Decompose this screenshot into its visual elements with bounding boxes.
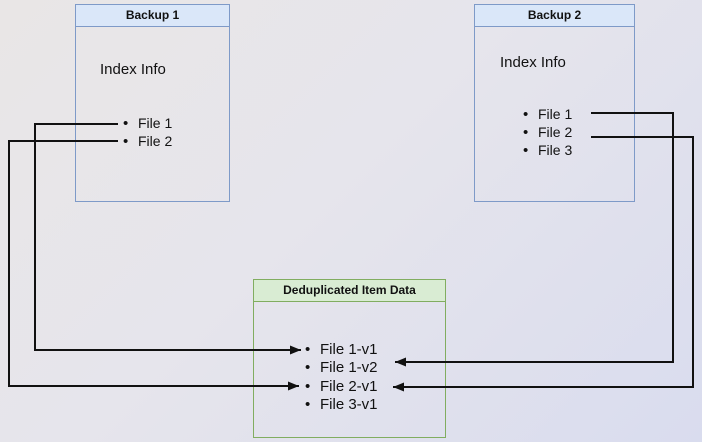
backup2-title: Backup 2 (475, 5, 634, 27)
backup1-box: Backup 1 Index Info File 1 File 2 (75, 4, 230, 202)
list-item: File 2 (123, 132, 172, 150)
list-item: File 3 (523, 141, 572, 159)
file-version-label: File 1-v1 (320, 340, 378, 358)
list-item: File 2-v1 (305, 377, 378, 396)
list-item: File 1 (523, 105, 572, 123)
backup2-file-list: File 1 File 2 File 3 (523, 105, 572, 159)
file-label: File 1 (138, 115, 173, 131)
list-item: File 2 (523, 123, 572, 141)
file-version-label: File 1-v2 (320, 359, 378, 377)
file-label: File 1 (538, 106, 573, 122)
backup1-file-list: File 1 File 2 (123, 114, 172, 150)
file-label: File 2 (538, 124, 573, 140)
list-item: File 1-v1 (305, 340, 378, 359)
deduplicated-item-data-box: Deduplicated Item Data File 1-v1 File 1-… (253, 279, 446, 438)
list-item: File 1-v2 (305, 359, 378, 378)
file-version-label: File 2-v1 (320, 377, 378, 395)
dedup-item-list: File 1-v1 File 1-v2 File 2-v1 File 3-v1 (305, 340, 378, 414)
backup2-index-info-label: Index Info (500, 54, 566, 71)
backup1-title: Backup 1 (76, 5, 229, 27)
file-version-label: File 3-v1 (320, 396, 378, 414)
file-label: File 2 (138, 133, 173, 149)
backup2-box: Backup 2 Index Info File 1 File 2 File 3 (474, 4, 635, 202)
list-item: File 3-v1 (305, 396, 378, 415)
list-item: File 1 (123, 114, 172, 132)
file-label: File 3 (538, 142, 573, 158)
backup1-index-info-label: Index Info (100, 61, 166, 78)
dedup-title: Deduplicated Item Data (254, 280, 445, 302)
